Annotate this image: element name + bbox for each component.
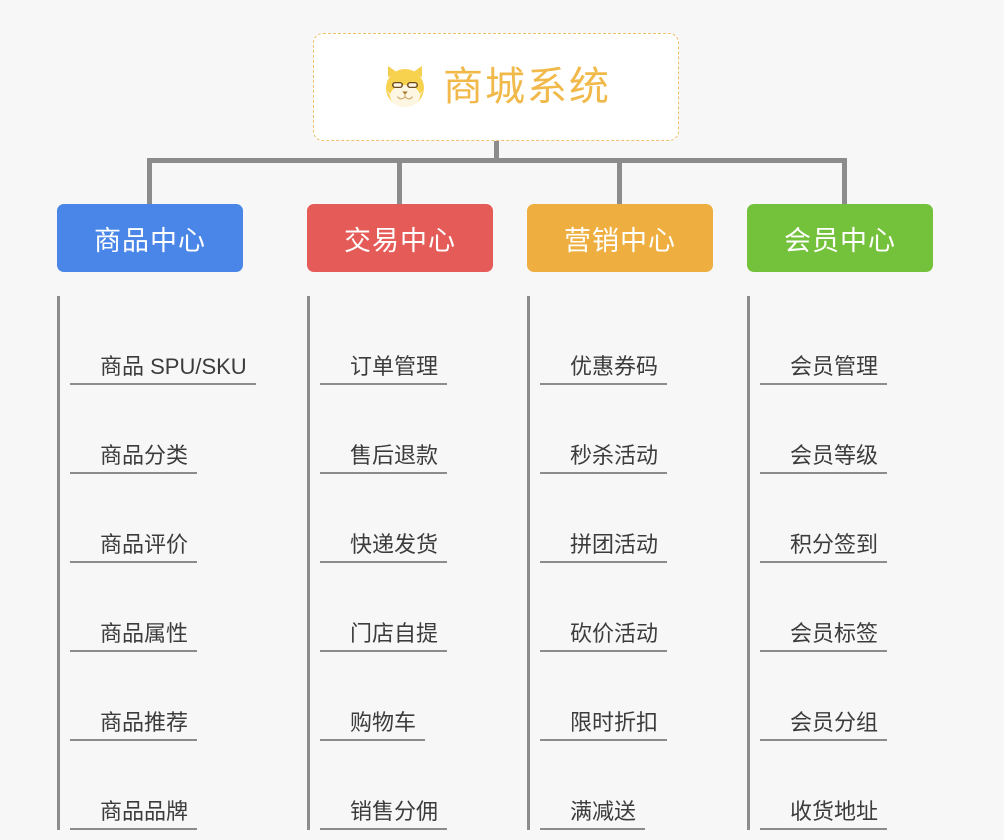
root-title: 商城系统	[443, 65, 611, 109]
list-item[interactable]: 秒杀活动	[540, 385, 713, 474]
list-item-label: 秒杀活动	[570, 443, 659, 468]
category-column-product: 商品中心 商品 SPU/SKU 商品分类 商品评价 商品属性 商品推荐	[57, 204, 256, 830]
leaf-rule	[320, 828, 447, 830]
leaf-list-product: 商品 SPU/SKU 商品分类 商品评价 商品属性 商品推荐 商品品牌	[57, 296, 256, 830]
list-item-label: 商品推荐	[100, 710, 189, 735]
list-item[interactable]: 商品分类	[70, 385, 243, 474]
list-item-label: 商品品牌	[100, 799, 189, 824]
connector-drop-col-2	[617, 158, 622, 206]
leaf-rule	[70, 472, 197, 474]
list-item-label: 快递发货	[350, 532, 439, 557]
list-item[interactable]: 积分签到	[760, 474, 933, 563]
list-item[interactable]: 拼团活动	[540, 474, 713, 563]
leaf-rule	[540, 472, 667, 474]
list-item[interactable]: 门店自提	[320, 563, 493, 652]
leaf-rule	[540, 650, 667, 652]
list-item[interactable]: 会员标签	[760, 563, 933, 652]
leaf-rule	[760, 561, 887, 563]
list-item[interactable]: 商品推荐	[70, 652, 243, 741]
category-column-member: 会员中心 会员管理 会员等级 积分签到 会员标签 会员分组	[747, 204, 933, 830]
leaf-rule	[540, 383, 667, 385]
leaf-rule	[70, 561, 197, 563]
list-item-label: 门店自提	[350, 621, 439, 646]
leaf-rule	[540, 561, 667, 563]
leaf-rule	[760, 828, 887, 830]
list-item-label: 商品属性	[100, 621, 189, 646]
leaf-rule	[70, 383, 256, 385]
category-header-trade[interactable]: 交易中心	[307, 204, 493, 272]
list-item[interactable]: 快递发货	[320, 474, 493, 563]
category-header-label: 营销中心	[564, 225, 676, 256]
list-item[interactable]: 商品属性	[70, 563, 243, 652]
list-item[interactable]: 优惠券码	[540, 296, 713, 385]
leaf-rule	[540, 828, 645, 830]
list-item-label: 会员等级	[790, 443, 879, 468]
leaf-list-marketing: 优惠券码 秒杀活动 拼团活动 砍价活动 限时折扣 满减送	[527, 296, 713, 830]
list-item[interactable]: 售后退款	[320, 385, 493, 474]
list-item-label: 积分签到	[790, 532, 879, 557]
list-item[interactable]: 商品品牌	[70, 741, 243, 830]
root-node[interactable]: 商城系统	[313, 33, 679, 141]
connector-bus	[147, 158, 847, 163]
list-item-label: 销售分佣	[350, 799, 439, 824]
category-header-label: 商品中心	[94, 225, 206, 256]
leaf-rule	[540, 739, 667, 741]
list-item[interactable]: 砍价活动	[540, 563, 713, 652]
leaf-list-member: 会员管理 会员等级 积分签到 会员标签 会员分组 收货地址	[747, 296, 933, 830]
list-item-label: 会员分组	[790, 710, 879, 735]
connector-drop-col-1	[397, 158, 402, 206]
list-item-label: 商品评价	[100, 532, 189, 557]
list-item[interactable]: 商品评价	[70, 474, 243, 563]
shiba-dog-icon	[386, 66, 424, 107]
leaf-rule	[320, 650, 447, 652]
connector-drop-col-0	[147, 158, 152, 206]
list-item-label: 商品分类	[100, 443, 189, 468]
category-header-member[interactable]: 会员中心	[747, 204, 933, 272]
category-header-label: 会员中心	[784, 225, 896, 256]
category-column-marketing: 营销中心 优惠券码 秒杀活动 拼团活动 砍价活动 限时折扣	[527, 204, 713, 830]
list-item-label: 满减送	[570, 799, 637, 824]
list-item-label: 订单管理	[350, 354, 439, 379]
leaf-rule	[760, 383, 887, 385]
list-item[interactable]: 商品 SPU/SKU	[70, 296, 256, 385]
list-item-label: 优惠券码	[570, 354, 659, 379]
leaf-rule	[760, 650, 887, 652]
list-item[interactable]: 限时折扣	[540, 652, 713, 741]
category-header-marketing[interactable]: 营销中心	[527, 204, 713, 272]
list-item-label: 拼团活动	[570, 532, 659, 557]
list-item-label: 售后退款	[350, 443, 439, 468]
list-item-label: 购物车	[350, 710, 417, 735]
list-item-label: 会员标签	[790, 621, 879, 646]
leaf-rule	[320, 472, 447, 474]
connector-root-stem	[494, 141, 499, 163]
connector-drop-col-3	[842, 158, 847, 206]
list-item-label: 商品 SPU/SKU	[100, 354, 247, 379]
list-item[interactable]: 会员等级	[760, 385, 933, 474]
list-item-label: 收货地址	[790, 799, 879, 824]
category-column-trade: 交易中心 订单管理 售后退款 快递发货 门店自提 购物车	[307, 204, 493, 830]
category-header-product[interactable]: 商品中心	[57, 204, 243, 272]
leaf-rule	[70, 650, 197, 652]
list-item[interactable]: 购物车	[320, 652, 493, 741]
leaf-rule	[70, 739, 197, 741]
list-item-label: 砍价活动	[570, 621, 659, 646]
leaf-rule	[320, 561, 447, 563]
list-item[interactable]: 满减送	[540, 741, 713, 830]
list-item[interactable]: 收货地址	[760, 741, 933, 830]
list-item[interactable]: 订单管理	[320, 296, 493, 385]
list-item-label: 会员管理	[790, 354, 879, 379]
list-item-label: 限时折扣	[570, 710, 659, 735]
list-item[interactable]: 会员分组	[760, 652, 933, 741]
leaf-rule	[320, 383, 447, 385]
leaf-rule	[760, 472, 887, 474]
list-item[interactable]: 销售分佣	[320, 741, 493, 830]
leaf-rule	[760, 739, 887, 741]
category-header-label: 交易中心	[344, 225, 456, 256]
leaf-list-trade: 订单管理 售后退款 快递发货 门店自提 购物车 销售分佣	[307, 296, 493, 830]
leaf-rule	[320, 739, 425, 741]
list-item[interactable]: 会员管理	[760, 296, 933, 385]
leaf-rule	[70, 828, 197, 830]
